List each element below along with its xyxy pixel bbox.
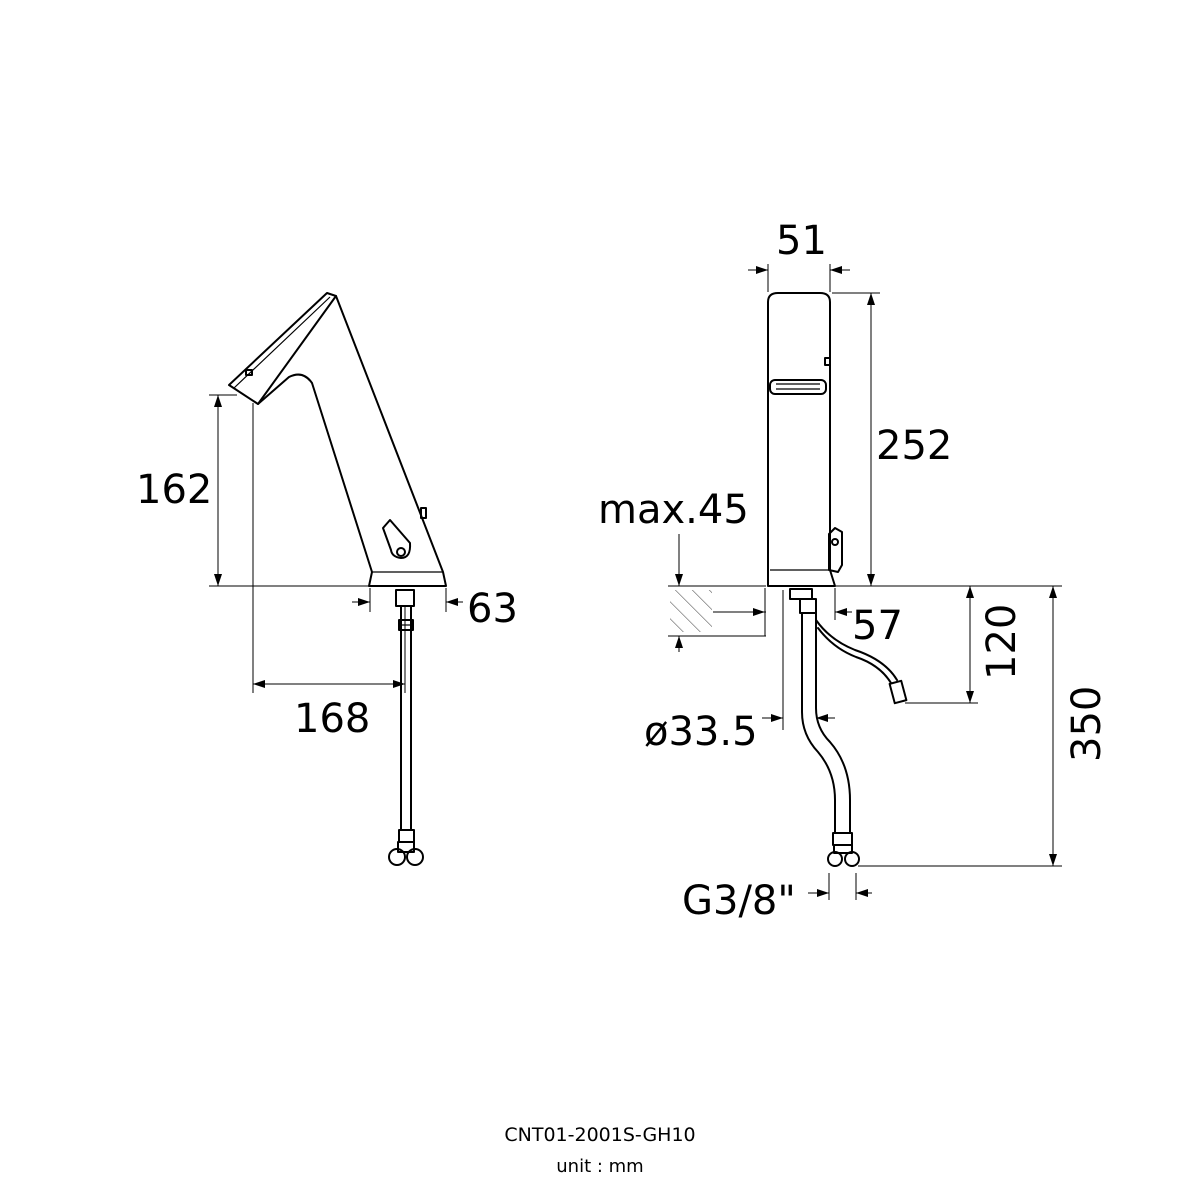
label-body-height: 252 <box>876 423 952 469</box>
dim-57 <box>748 588 852 636</box>
label-spout-reach: 168 <box>294 696 370 742</box>
front-cable-connector <box>888 679 908 705</box>
side-sensor-mark <box>245 369 253 376</box>
dim-max45 <box>675 534 683 652</box>
dim-350 <box>858 585 1062 867</box>
side-hose <box>388 589 424 866</box>
dim-hole-diameter <box>762 590 835 730</box>
label-spout-height: 162 <box>136 467 212 513</box>
label-base-offset: 63 <box>467 586 518 632</box>
label-thread: G3/8" <box>682 878 796 924</box>
dim-162 <box>209 394 370 587</box>
unit-note: unit : mm <box>556 1156 644 1177</box>
side-valve-knob <box>420 507 427 519</box>
dim-252 <box>832 292 980 587</box>
front-sensor-mark <box>824 357 831 366</box>
countertop-section <box>668 585 766 637</box>
front-hose <box>801 612 836 834</box>
front-fitting <box>789 588 813 600</box>
model-number: CNT01-2001S-GH10 <box>504 1124 696 1146</box>
dim-120 <box>905 586 978 704</box>
front-lever <box>828 527 843 573</box>
label-hole-diameter: ø33.5 <box>644 709 758 755</box>
front-view: 51 252 max.45 57 ø33.5 G3/8" 120 350 <box>598 218 1110 924</box>
dim-168 <box>252 403 406 693</box>
label-cable-length: 120 <box>979 604 1025 680</box>
dim-51 <box>748 264 850 292</box>
front-faucet-body <box>767 292 836 587</box>
label-body-width: 51 <box>776 218 827 264</box>
side-faucet-body <box>257 295 447 587</box>
label-hose-length: 350 <box>1064 686 1110 762</box>
front-sensor-cable <box>815 619 898 681</box>
dim-63 <box>352 588 463 612</box>
side-spout-top <box>228 292 337 405</box>
side-lever-pin <box>396 547 406 557</box>
side-lever <box>382 519 412 559</box>
dim-thread <box>808 873 872 900</box>
label-base-diameter: 57 <box>852 603 903 649</box>
front-sensor-window <box>769 379 827 395</box>
side-view: 162 63 168 <box>136 292 518 866</box>
label-max-thickness: max.45 <box>598 487 749 533</box>
